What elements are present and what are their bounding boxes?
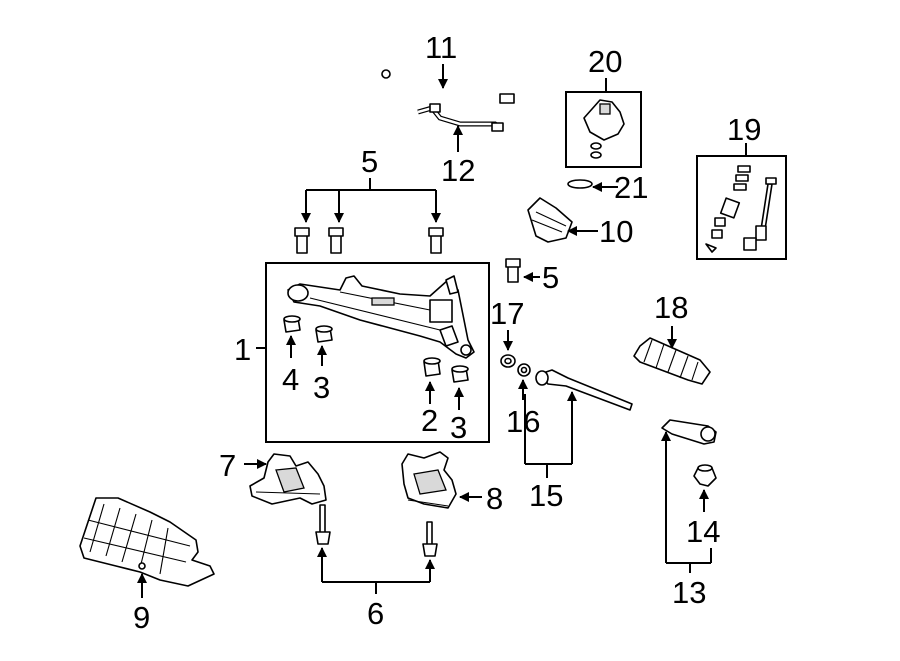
callout-1: 1 bbox=[234, 332, 251, 367]
callout-20: 20 bbox=[588, 44, 622, 79]
callout-3-right: 3 bbox=[450, 410, 467, 445]
valve-kit-box bbox=[565, 91, 642, 168]
callout-18: 18 bbox=[654, 290, 688, 325]
callout-7: 7 bbox=[219, 448, 236, 483]
rack-boot-part-18[interactable] bbox=[633, 337, 711, 385]
bushing-part-3-right[interactable] bbox=[451, 365, 469, 383]
bolt-part-5-lone[interactable] bbox=[505, 258, 521, 283]
callout-12: 12 bbox=[441, 153, 475, 188]
callout-15: 15 bbox=[529, 478, 563, 513]
mount-bracket-part-7[interactable] bbox=[249, 453, 327, 505]
steering-gear-box bbox=[265, 262, 490, 443]
mount-bracket-part-8[interactable] bbox=[401, 451, 457, 509]
seal-ring-part-21[interactable] bbox=[567, 179, 593, 189]
bushing-part-2[interactable] bbox=[423, 357, 441, 377]
bushing-part-4[interactable] bbox=[283, 315, 301, 333]
repair-kit-box bbox=[696, 155, 787, 260]
callout-16: 16 bbox=[506, 404, 540, 439]
callout-19: 19 bbox=[727, 112, 761, 147]
callout-5-top: 5 bbox=[361, 144, 378, 179]
leader-lines bbox=[137, 64, 747, 598]
callout-5-side: 5 bbox=[542, 260, 559, 295]
callout-17: 17 bbox=[490, 296, 524, 331]
bolt-part-5-right[interactable] bbox=[428, 227, 444, 254]
callout-2: 2 bbox=[421, 403, 438, 438]
washer-part-17[interactable] bbox=[500, 354, 516, 368]
lock-nut-part-16[interactable] bbox=[517, 363, 531, 377]
callout-8: 8 bbox=[486, 481, 503, 516]
callout-numbers: 1 2 3 3 4 5 5 6 7 8 9 10 11 12 13 14 15 … bbox=[133, 30, 761, 635]
splash-shield-part-9[interactable] bbox=[79, 497, 215, 587]
inner-tie-rod-part-15[interactable] bbox=[535, 369, 633, 411]
callout-14: 14 bbox=[686, 514, 720, 549]
bolt-part-5-left[interactable] bbox=[294, 227, 310, 254]
bolt-part-5-center[interactable] bbox=[328, 227, 344, 254]
return-line-part-12[interactable] bbox=[417, 103, 504, 132]
callout-10: 10 bbox=[599, 214, 633, 249]
repair-kit-part-19[interactable] bbox=[705, 165, 777, 253]
callout-21: 21 bbox=[614, 170, 648, 205]
bushing-part-3-left[interactable] bbox=[315, 325, 333, 343]
callout-11: 11 bbox=[425, 30, 457, 65]
callout-3-left: 3 bbox=[313, 370, 330, 405]
dust-boot-part-10[interactable] bbox=[527, 197, 573, 243]
callout-4: 4 bbox=[282, 362, 299, 397]
mount-bolt-part-6-right[interactable] bbox=[422, 521, 438, 557]
castle-nut-part-14[interactable] bbox=[693, 464, 717, 487]
outer-tie-rod-end-part-13[interactable] bbox=[661, 419, 717, 445]
steering-gear-part-1[interactable] bbox=[287, 275, 475, 359]
mount-bolt-part-6-left[interactable] bbox=[315, 504, 331, 545]
callout-9: 9 bbox=[133, 600, 150, 635]
callout-13: 13 bbox=[672, 575, 706, 610]
callout-6: 6 bbox=[367, 596, 384, 631]
pressure-line-part-11[interactable] bbox=[381, 62, 515, 104]
control-valve-part-20[interactable] bbox=[583, 99, 625, 159]
